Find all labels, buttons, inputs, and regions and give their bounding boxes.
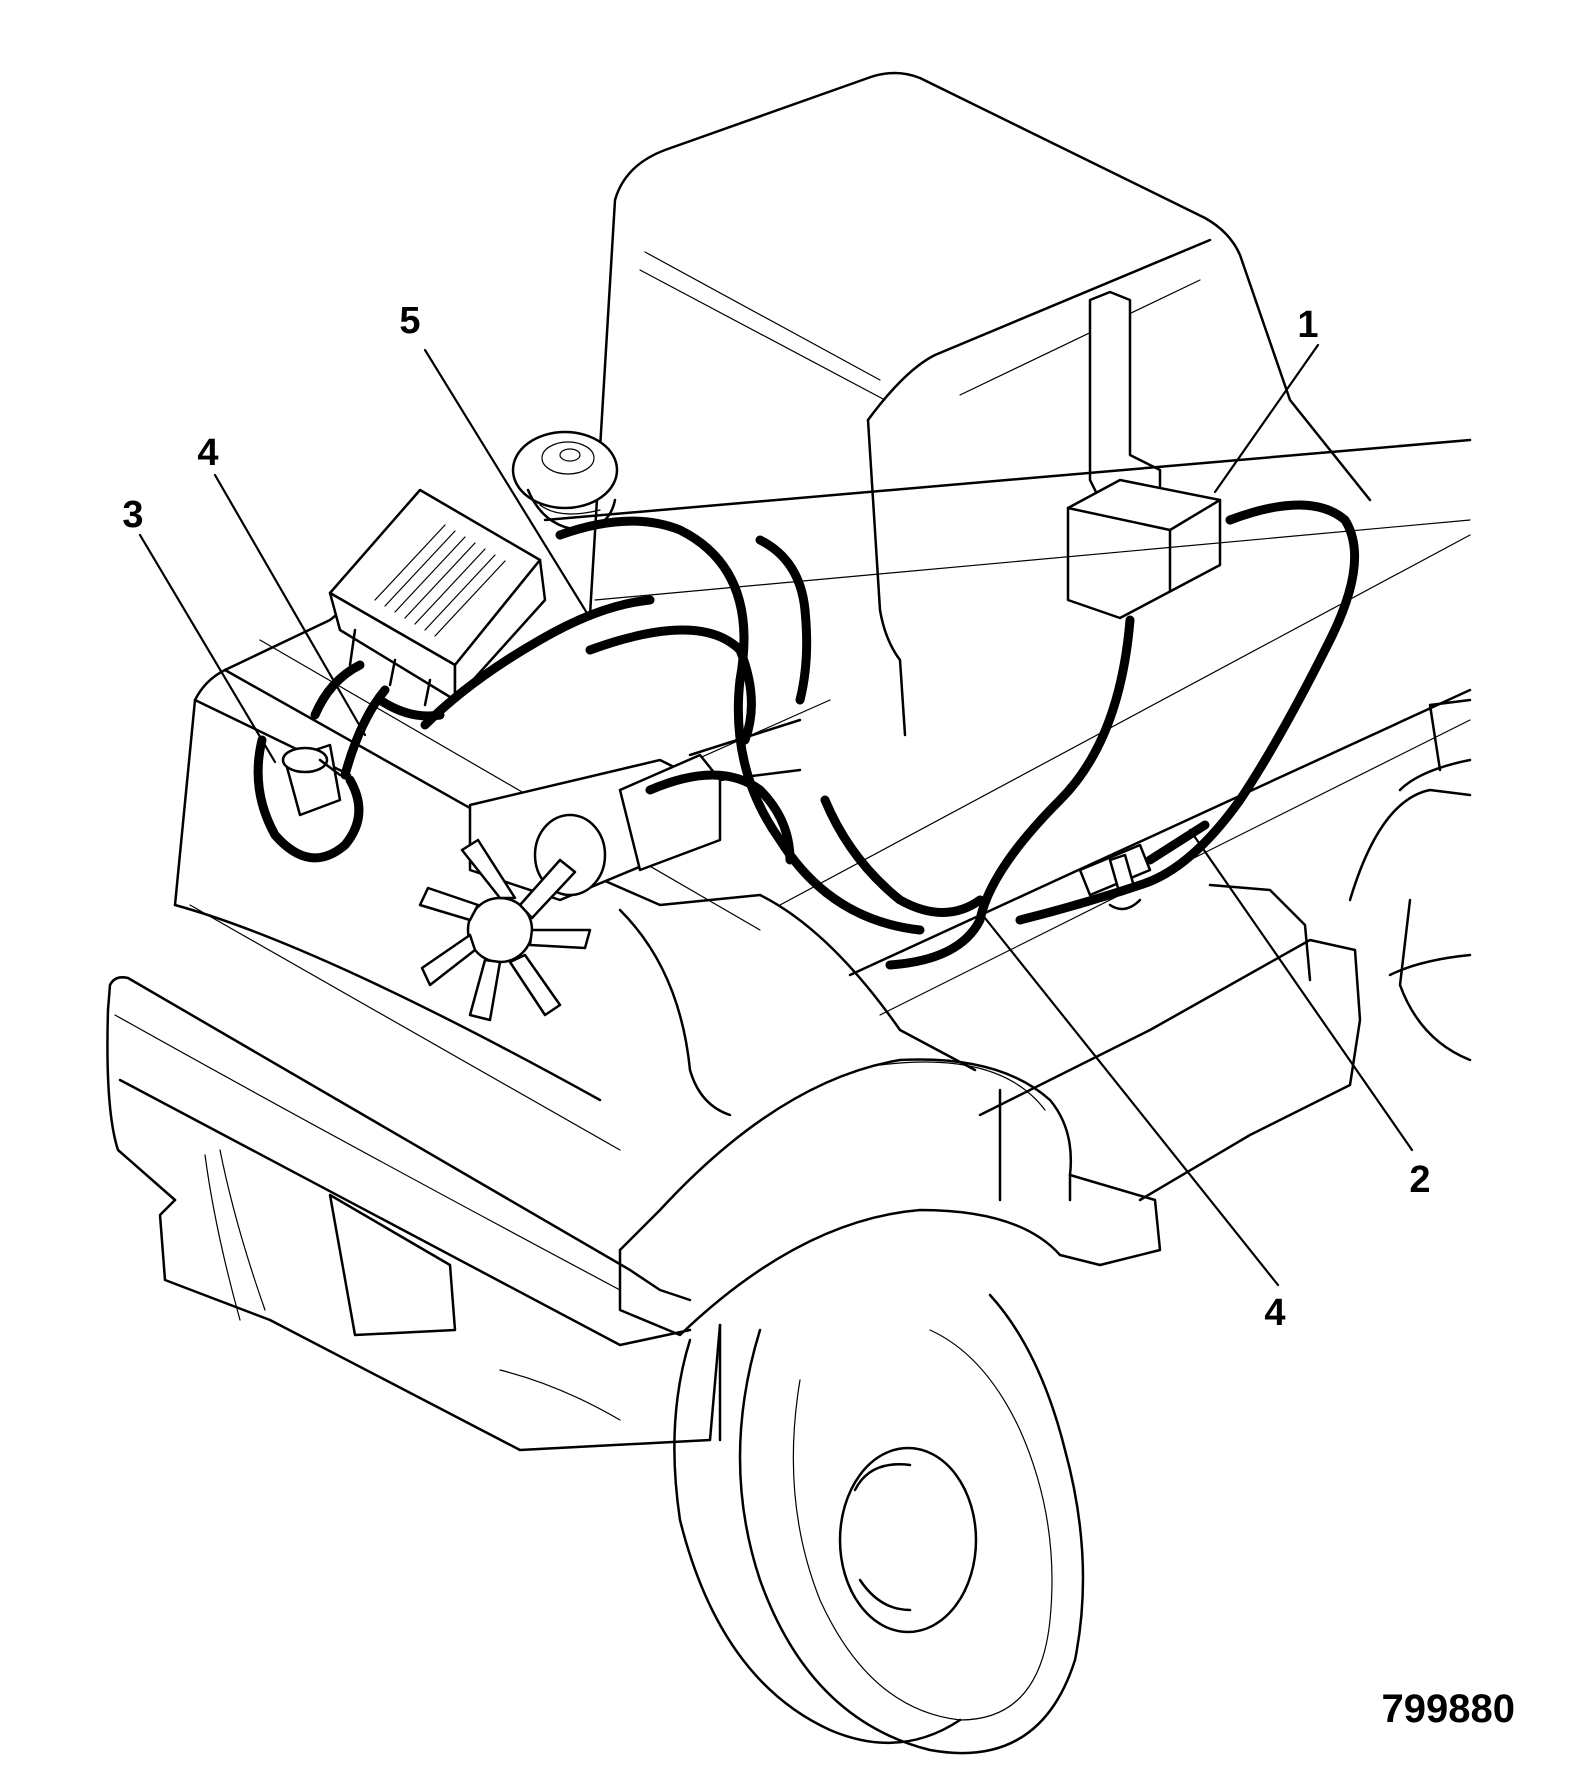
leader-5 <box>423 348 592 620</box>
leader-1 <box>1213 343 1320 494</box>
hoses <box>253 500 1360 970</box>
leader-2 <box>1188 828 1414 1152</box>
leader-4a <box>213 473 367 737</box>
front-fender <box>618 1058 1162 1337</box>
callout-leaders <box>138 343 1414 1287</box>
exhaust-tank-assembly <box>1066 290 1222 620</box>
callout-5: 5 <box>399 300 420 342</box>
callout-4b: 4 <box>1264 1292 1285 1334</box>
leader-3 <box>138 533 277 764</box>
callout-labels: 1 2 3 4 4 5 <box>122 300 1430 1334</box>
callout-2: 2 <box>1409 1159 1430 1201</box>
filler-cap <box>511 430 619 532</box>
front-bumper <box>106 976 722 1452</box>
front-wheel <box>673 1293 1085 1755</box>
hydraulic-tank <box>468 718 802 902</box>
leader-4b <box>983 916 1280 1287</box>
cooling-fan <box>418 838 592 1022</box>
reservoir-bracket <box>281 743 342 817</box>
valve-block <box>328 488 547 707</box>
callout-3: 3 <box>122 494 143 536</box>
callout-1: 1 <box>1297 304 1318 346</box>
frame-rails <box>543 438 1472 1016</box>
chassis-body <box>978 698 1472 1202</box>
callout-4a: 4 <box>197 432 218 474</box>
cab <box>588 71 1372 737</box>
valve-block-ribs <box>374 524 506 637</box>
figure-number: 799880 <box>1382 1687 1515 1731</box>
